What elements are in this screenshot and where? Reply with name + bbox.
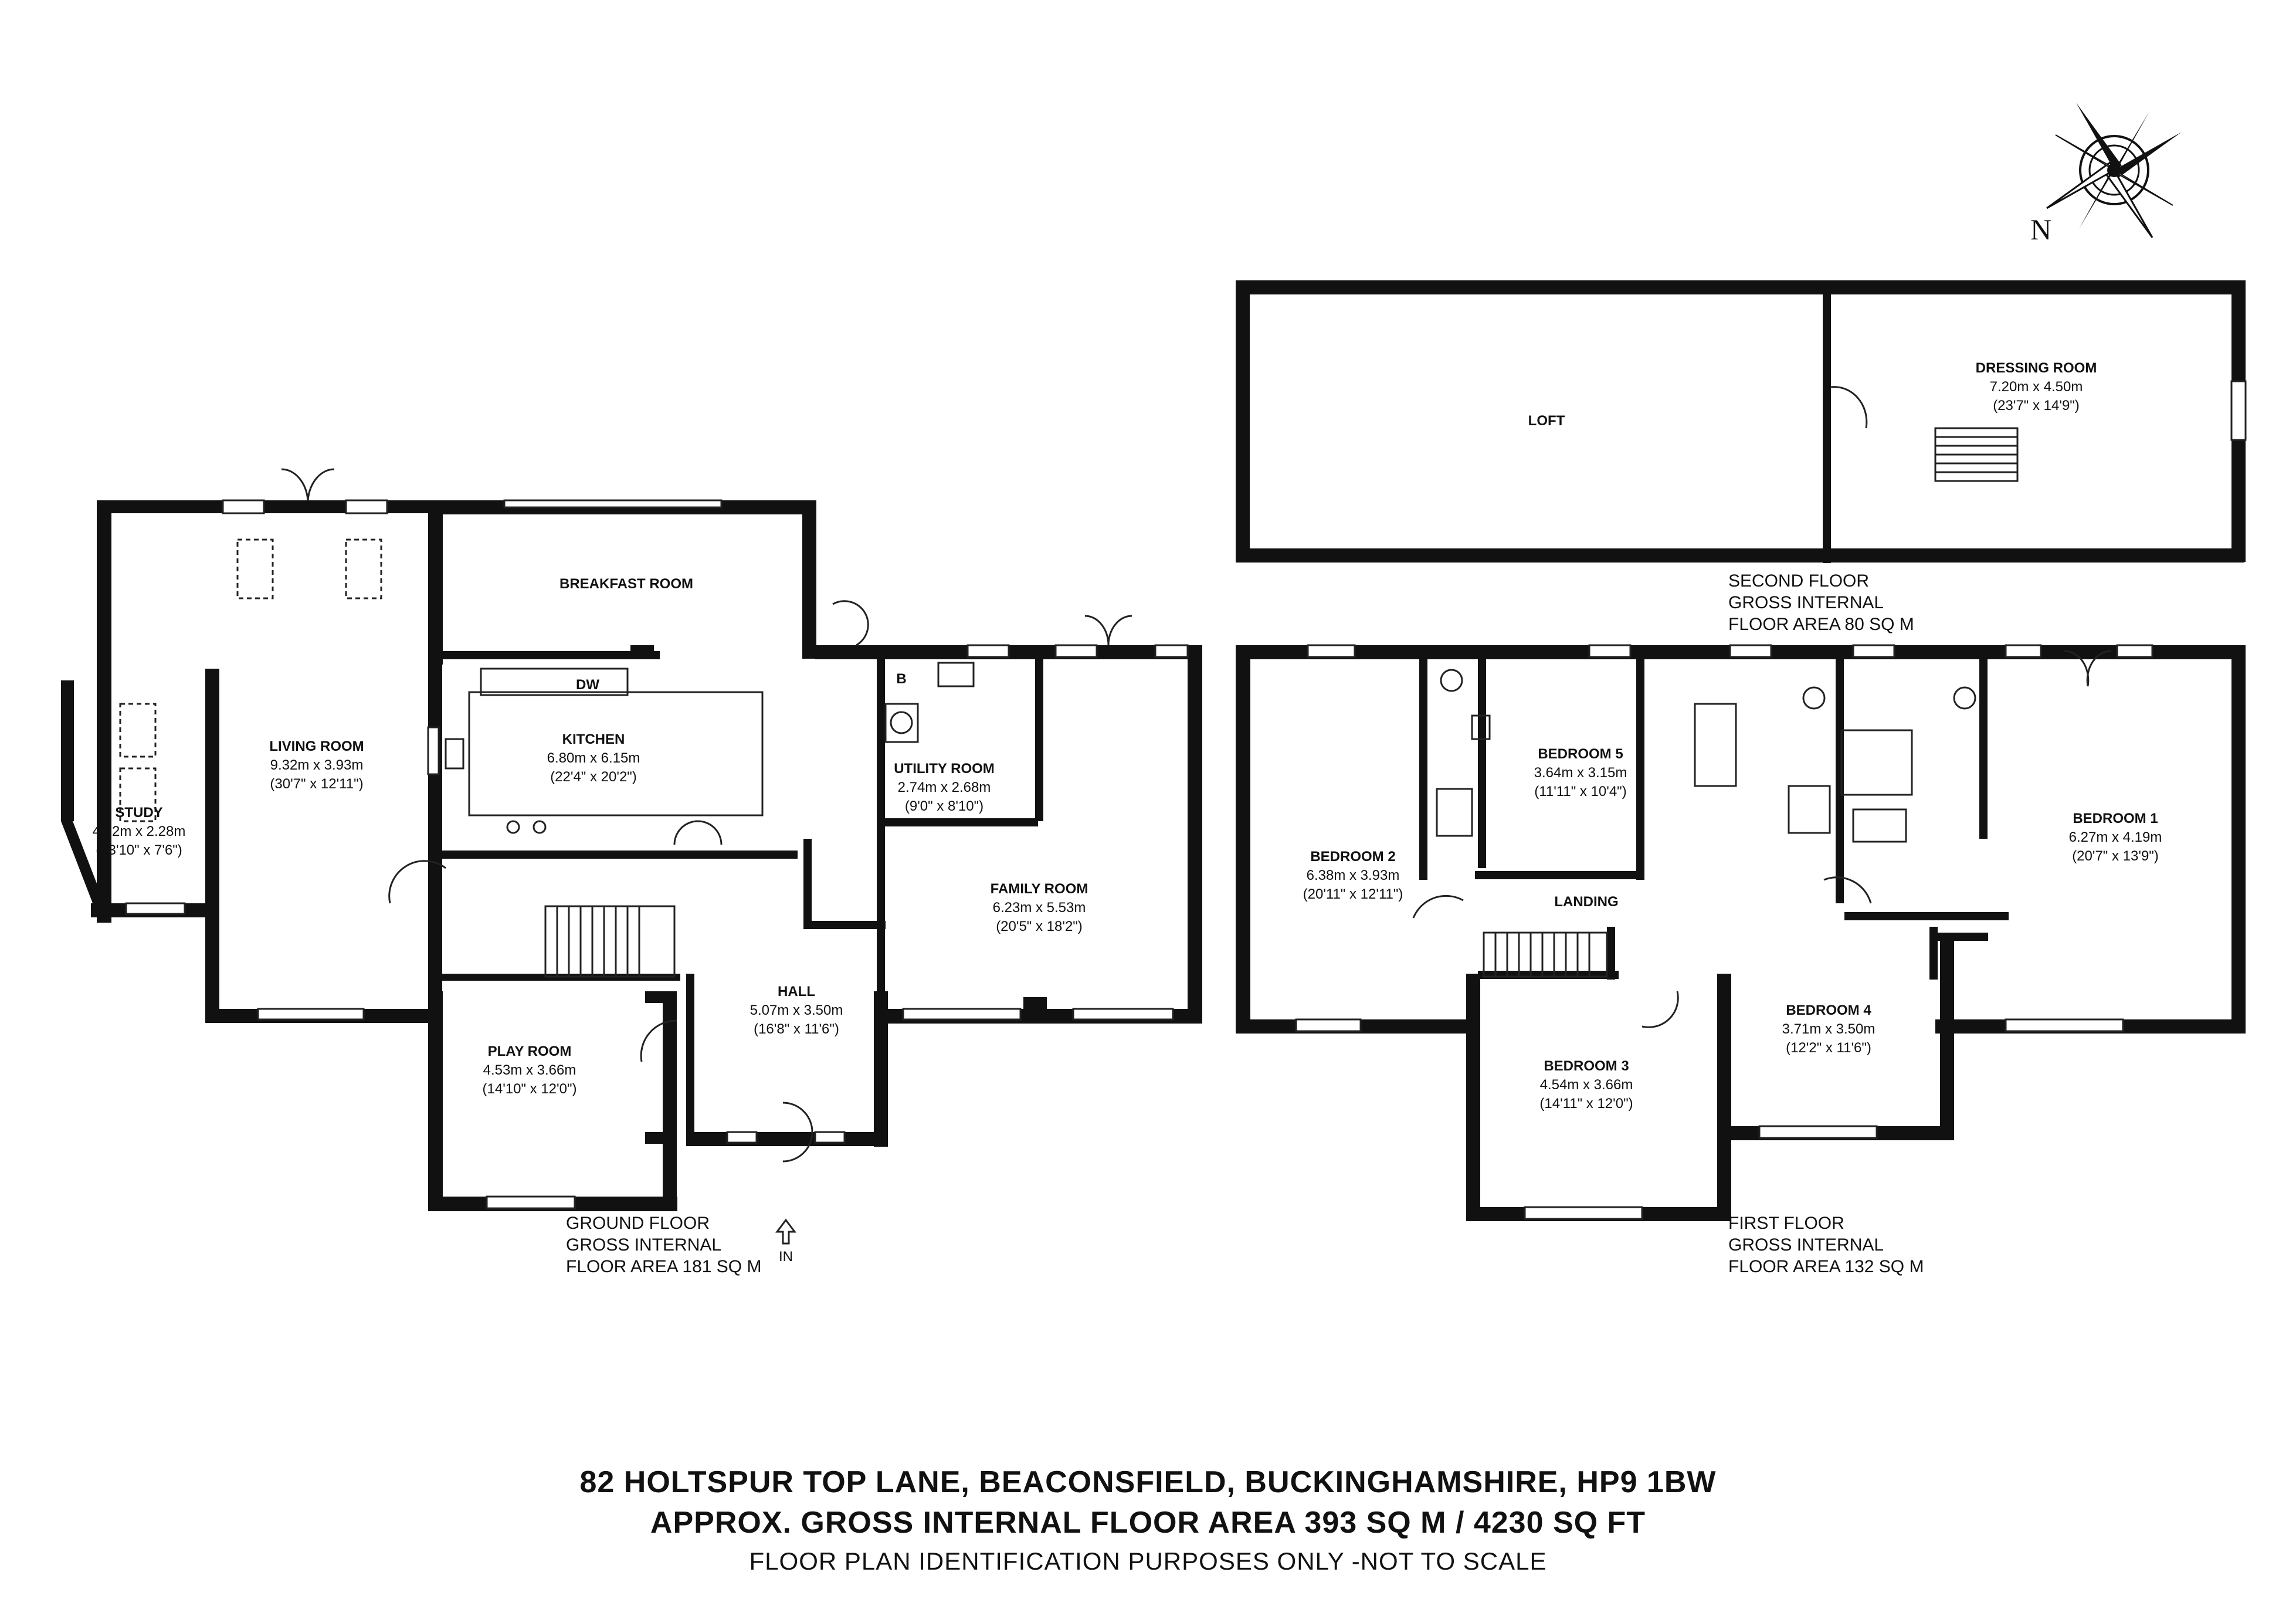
room-label-bedroom-5: BEDROOM 5 3.64m x 3.15m (11'11" x 10'4") xyxy=(1534,746,1627,799)
first-floor-walls xyxy=(1236,645,2246,1221)
ground-floor-walls xyxy=(61,500,1202,1211)
room-label-bedroom-1: BEDROOM 1 6.27m x 4.19m (20'7" x 13'9") xyxy=(2069,811,2162,864)
room-dims-imperial: (13'10" x 7'6") xyxy=(96,842,182,858)
room-dims: 4.53m x 3.66m xyxy=(483,1062,576,1078)
entrance-label: IN xyxy=(779,1249,793,1265)
room-name: FAMILY ROOM xyxy=(991,881,1088,897)
room-dims-imperial: (20'5" x 18'2") xyxy=(996,919,1083,934)
room-name: PLAY ROOM xyxy=(488,1043,572,1059)
room-label-family-room: FAMILY ROOM 6.23m x 5.53m (20'5" x 18'2"… xyxy=(991,881,1088,934)
compass-rose-icon xyxy=(2046,103,2182,238)
room-label-hall: HALL 5.07m x 3.50m (16'8" x 11'6") xyxy=(750,984,843,1037)
room-dims: 4.54m x 3.66m xyxy=(1540,1077,1633,1093)
room-name: STUDY xyxy=(115,805,162,821)
room-dims: 3.64m x 3.15m xyxy=(1534,765,1627,781)
room-dims: 6.80m x 6.15m xyxy=(547,750,640,766)
room-dims-imperial: (12'2" x 11'6") xyxy=(1786,1040,1871,1056)
room-dims: 6.23m x 5.53m xyxy=(993,900,1086,916)
caption-line: FLOOR AREA 132 SQ M xyxy=(1728,1257,1924,1276)
room-label-dressing-room: DRESSING ROOM 7.20m x 4.50m (23'7" x 14'… xyxy=(1976,360,2097,414)
room-label-loft: LOFT xyxy=(1528,413,1565,429)
room-dims-imperial: (9'0" x 8'10") xyxy=(905,798,983,814)
room-name: BEDROOM 5 xyxy=(1538,746,1623,762)
room-name: BREAKFAST ROOM xyxy=(559,576,693,592)
room-name: KITCHEN xyxy=(562,731,625,747)
room-label-bedroom-3: BEDROOM 3 4.54m x 3.66m (14'11" x 12'0") xyxy=(1539,1058,1633,1112)
property-address: 82 HOLTSPUR TOP LANE, BEACONSFIELD, BUCK… xyxy=(579,1465,1717,1499)
caption-line: FIRST FLOOR xyxy=(1728,1214,1844,1233)
room-dims: 6.38m x 3.93m xyxy=(1307,868,1400,883)
room-name: BEDROOM 4 xyxy=(1786,1002,1871,1018)
compass-north-label: N xyxy=(2030,213,2051,246)
room-dims: 7.20m x 4.50m xyxy=(1990,379,2083,395)
first-floor-details xyxy=(1295,644,2153,1220)
caption-line: GROSS INTERNAL xyxy=(1728,593,1884,612)
room-label-play-room: PLAY ROOM 4.53m x 3.66m (14'10" x 12'0") xyxy=(483,1043,577,1097)
room-dims: 2.74m x 2.68m xyxy=(898,780,991,795)
total-floor-area: APPROX. GROSS INTERNAL FLOOR AREA 393 SQ… xyxy=(650,1506,1646,1540)
room-name: HALL xyxy=(778,984,815,999)
room-label-study: STUDY 4.22m x 2.28m (13'10" x 7'6") xyxy=(93,805,186,858)
room-dims-imperial: (14'10" x 12'0") xyxy=(483,1081,577,1097)
second-floor-walls xyxy=(1236,280,2247,563)
room-label-breakfast-room: BREAKFAST ROOM xyxy=(559,576,693,592)
caption-line: GROSS INTERNAL xyxy=(1728,1235,1884,1255)
caption-line: GROUND FLOOR xyxy=(566,1214,710,1233)
room-name: DRESSING ROOM xyxy=(1976,360,2097,376)
room-dims-imperial: (14'11" x 12'0") xyxy=(1539,1096,1633,1112)
room-dims-imperial: (16'8" x 11'6") xyxy=(754,1021,839,1037)
room-label-bedroom-2: BEDROOM 2 6.38m x 3.93m (20'11" x 12'11"… xyxy=(1303,849,1403,902)
room-dims: 4.22m x 2.28m xyxy=(93,824,186,839)
ground-floor-caption: GROUND FLOOR GROSS INTERNAL FLOOR AREA 1… xyxy=(566,1214,761,1276)
room-name: LANDING xyxy=(1554,894,1618,910)
second-floor-details xyxy=(1830,386,2019,482)
room-dims-imperial: (23'7" x 14'9") xyxy=(1993,398,2080,414)
second-floor-caption: SECOND FLOOR GROSS INTERNAL FLOOR AREA 8… xyxy=(1728,571,1914,634)
dishwasher-label: DW xyxy=(576,677,599,693)
room-label-kitchen: KITCHEN 6.80m x 6.15m (22'4" x 20'2") xyxy=(547,731,640,785)
boiler-label: B xyxy=(896,671,906,687)
disclaimer: FLOOR PLAN IDENTIFICATION PURPOSES ONLY … xyxy=(749,1547,1547,1575)
room-name: BEDROOM 3 xyxy=(1544,1058,1629,1074)
room-dims-imperial: (20'7" x 13'9") xyxy=(2072,848,2159,864)
room-dims-imperial: (11'11" x 10'4") xyxy=(1534,784,1626,799)
room-dims-imperial: (20'11" x 12'11") xyxy=(1303,886,1403,902)
room-dims: 6.27m x 4.19m xyxy=(2069,829,2162,845)
room-dims: 9.32m x 3.93m xyxy=(270,757,364,773)
room-name: UTILITY ROOM xyxy=(894,761,995,777)
ground-floor-details xyxy=(119,468,1189,1245)
caption-line: GROSS INTERNAL xyxy=(566,1235,721,1255)
room-dims-imperial: (30'7" x 12'11") xyxy=(270,776,363,792)
room-label-utility-room: UTILITY ROOM 2.74m x 2.68m (9'0" x 8'10"… xyxy=(894,761,995,814)
room-name: BEDROOM 2 xyxy=(1310,849,1395,865)
room-label-bedroom-4: BEDROOM 4 3.71m x 3.50m (12'2" x 11'6") xyxy=(1782,1002,1876,1056)
room-name: LIVING ROOM xyxy=(269,738,364,754)
room-label-living-room: LIVING ROOM 9.32m x 3.93m (30'7" x 12'11… xyxy=(269,738,364,792)
first-floor-caption: FIRST FLOOR GROSS INTERNAL FLOOR AREA 13… xyxy=(1728,1214,1924,1276)
room-dims: 5.07m x 3.50m xyxy=(750,1002,843,1018)
room-dims: 3.71m x 3.50m xyxy=(1782,1021,1876,1037)
caption-line: FLOOR AREA 181 SQ M xyxy=(566,1257,761,1276)
caption-line: FLOOR AREA 80 SQ M xyxy=(1728,615,1914,634)
caption-line: SECOND FLOOR xyxy=(1728,571,1869,591)
room-name: LOFT xyxy=(1528,413,1565,429)
room-name: BEDROOM 1 xyxy=(2073,811,2158,826)
room-label-landing: LANDING xyxy=(1554,894,1618,910)
room-dims-imperial: (22'4" x 20'2") xyxy=(550,769,637,785)
